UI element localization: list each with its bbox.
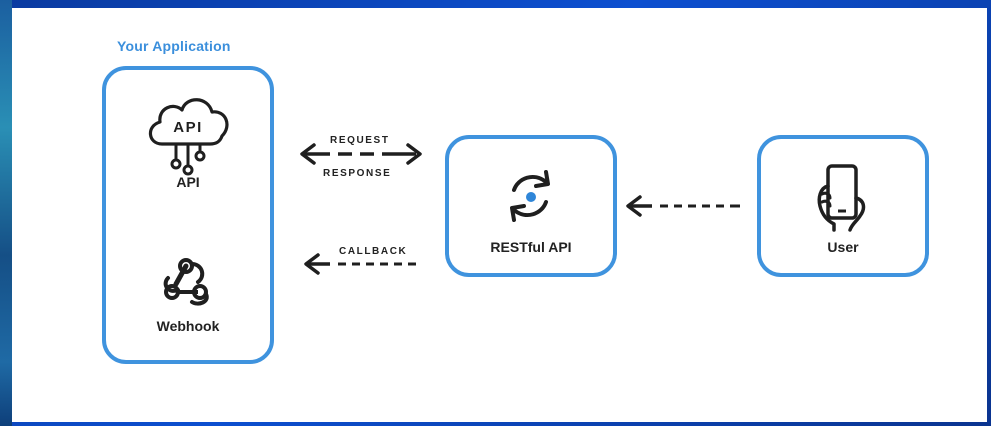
- background-strip: [0, 0, 12, 426]
- callback-arrow: [304, 253, 416, 275]
- request-label: REQUEST: [330, 135, 390, 146]
- section-title: Your Application: [117, 38, 231, 54]
- user-to-restful-arrow: [626, 195, 740, 217]
- arrows-layer: [300, 143, 740, 275]
- cloud-api-icon-text: API: [173, 119, 203, 136]
- webhook-icon: [163, 258, 209, 306]
- callback-label: CALLBACK: [339, 246, 408, 257]
- diagram-canvas: Your Application API API Webhook RESTful…: [12, 8, 987, 422]
- api-label: API: [176, 174, 200, 190]
- restful-api-box: [445, 135, 617, 277]
- hand-phone-icon: [817, 164, 866, 232]
- application-box: [102, 66, 274, 364]
- request-response-arrow: [300, 143, 422, 165]
- user-label: User: [827, 239, 859, 255]
- sync-icon: [510, 170, 550, 222]
- webhook-label: Webhook: [156, 318, 220, 334]
- user-box: [757, 135, 929, 277]
- cloud-api-icon: API: [148, 98, 229, 176]
- response-label: RESPONSE: [323, 168, 392, 179]
- restful-api-label: RESTful API: [490, 239, 572, 255]
